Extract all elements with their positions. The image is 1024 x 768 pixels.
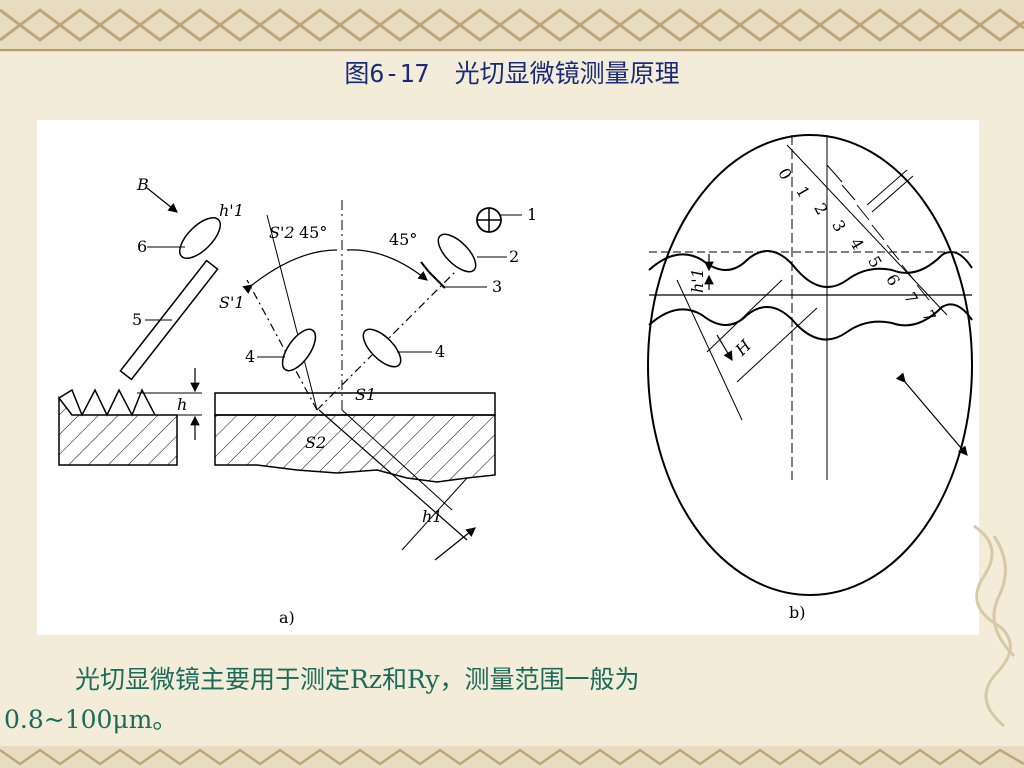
label-s1-prime: S'1 (219, 293, 245, 312)
label-B: B (136, 175, 149, 194)
label-b-h1-prime: h'1 (688, 268, 707, 293)
decorative-top-border (0, 0, 1024, 52)
label-3: 3 (492, 277, 502, 296)
label-s2: S2 (305, 433, 326, 452)
label-h1-prime: h'1 (219, 201, 244, 220)
caption-line-1: 光切显微镜主要用于测定Rz和Ry，测量范围一般为 (75, 665, 640, 694)
label-2: 2 (509, 247, 519, 266)
label-4-right: 4 (435, 342, 445, 361)
decorative-pattern (973, 524, 1016, 728)
label-5: 5 (132, 310, 142, 329)
lens-6 (179, 217, 221, 259)
panel-b-label: b) (789, 603, 805, 622)
label-h: h (177, 395, 187, 414)
label-4-left: 4 (245, 347, 255, 366)
light-section-microscope-diagram: h B h'1 S'2 45° 45° 1 2 (58, 134, 973, 627)
profile-lower (648, 303, 973, 341)
label-s1: S1 (355, 385, 376, 404)
label-h1: h1 (422, 507, 442, 526)
label-1: 1 (527, 205, 537, 224)
label-angle-right: 45° (389, 230, 417, 249)
lens-4-left (281, 328, 317, 372)
label-6: 6 (137, 237, 147, 256)
label-s2-prime: S'2 (269, 223, 295, 242)
label-angle-left: 45° (299, 223, 327, 242)
eyepiece-field (647, 134, 973, 596)
slide-title: 图6-17 光切显微镜测量原理 (344, 59, 680, 88)
decorative-bottom-border (0, 746, 1024, 768)
caption-line-2: 0.8~100μm。 (4, 705, 178, 734)
diagram-figure: h B h'1 S'2 45° 45° 1 2 (37, 120, 979, 635)
lens-2 (437, 233, 477, 273)
workpiece-left (58, 388, 178, 466)
panel-a-label: a) (279, 608, 295, 627)
lens-4-right (362, 328, 402, 368)
workpiece-right (214, 392, 496, 483)
